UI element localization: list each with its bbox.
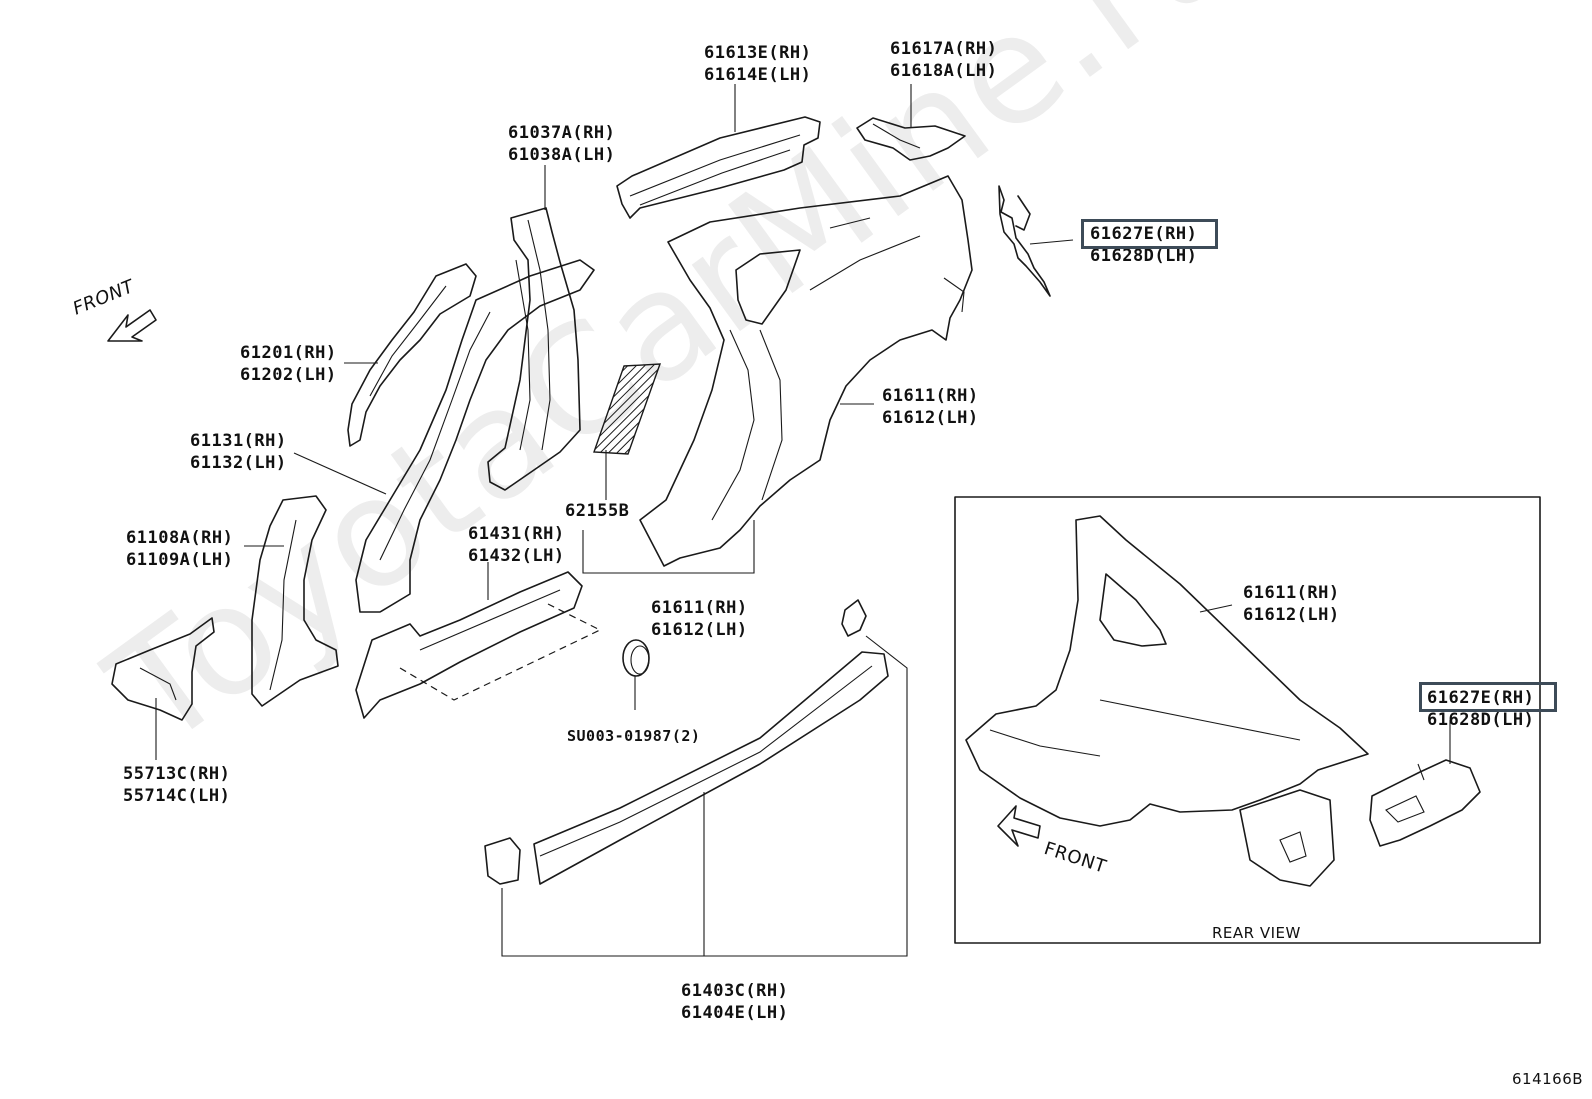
label-61611c: 61611(RH)61612(LH) [1243, 583, 1340, 625]
label-61131: 61131(RH)61132(LH) [190, 431, 287, 473]
label-62155b: 62155B [565, 501, 630, 521]
center-pillar-part [487, 207, 581, 491]
quarter-panel-part [639, 175, 973, 567]
rocker-inner-part [355, 571, 602, 719]
label-61108a: 61108A(RH)61109A(LH) [126, 528, 234, 570]
label-61613e: 61613E(RH)61614E(LH) [704, 43, 812, 85]
label-61611a: 61611(RH)61612(LH) [882, 386, 979, 428]
label-61201: 61201(RH)61202(LH) [240, 343, 337, 385]
front-pillar-lower-part [251, 495, 339, 707]
rear-bracket-part [998, 185, 1051, 297]
label-55713c: 55713C(RH)55714C(LH) [123, 764, 231, 806]
label-61403c: 61403C(RH)61404E(LH) [681, 981, 789, 1023]
plug-part [622, 639, 650, 677]
front-arrow-icon [107, 309, 157, 342]
rocker-outer-part [484, 599, 889, 885]
diagram-id: 614166B [1512, 1070, 1584, 1088]
inset-quarter-panel-part [965, 515, 1369, 887]
roof-side-rail-part [616, 116, 821, 219]
cowl-bracket-part [111, 617, 215, 721]
leader-lines [155, 84, 1451, 957]
label-61037a: 61037A(RH)61038A(LH) [508, 123, 616, 165]
inset-caption: REAR VIEW [1212, 924, 1301, 942]
label-61627e-inset: 61627E(RH)61628D(LH) [1427, 688, 1535, 730]
front-pillar-upper-part [347, 263, 477, 447]
label-61431: 61431(RH)61432(LH) [468, 524, 565, 566]
front-pillar-outer-part [355, 259, 595, 613]
highlight-61627e [1081, 219, 1218, 249]
upper-bracket-part [856, 117, 966, 161]
highlight-61627e-inset [1419, 682, 1557, 712]
label-61611b: 61611(RH)61612(LH) [651, 598, 748, 640]
label-su003: SU003-01987(2) [567, 727, 701, 745]
inset-rear-bracket-part [1369, 759, 1481, 847]
inset-front-arrow-icon [997, 805, 1041, 847]
label-61617a: 61617A(RH)61618A(LH) [890, 39, 998, 81]
label-61627e: 61627E(RH)61628D(LH) [1090, 224, 1198, 266]
hatched-pad-part [593, 363, 662, 455]
rear-view-inset [954, 496, 1541, 944]
